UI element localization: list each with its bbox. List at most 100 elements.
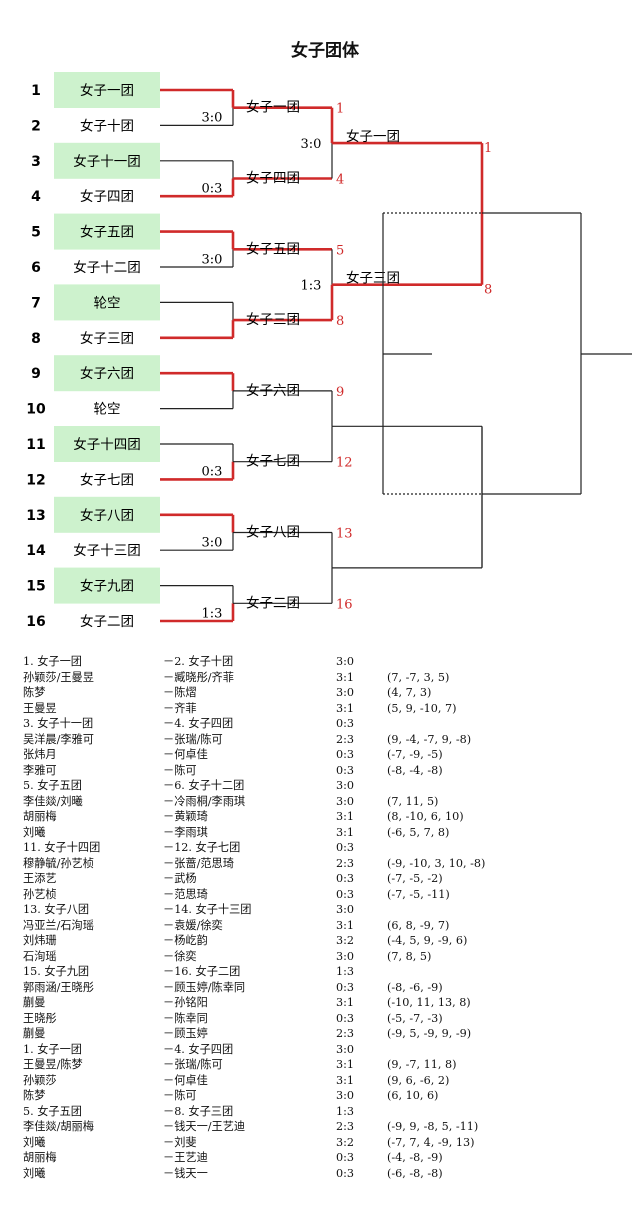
winner-seed: 1	[336, 102, 344, 117]
result-away: －张蔷/范思琦	[163, 856, 234, 870]
result-away: －陈幸同	[163, 1011, 208, 1025]
seed-number: 8	[31, 331, 41, 347]
seed-number: 1	[31, 83, 41, 99]
result-away: －6. 女子十二团	[163, 779, 245, 792]
result-home: 刘炜珊	[23, 934, 57, 947]
winner-seed: 12	[336, 456, 353, 471]
result-home: 王添艺	[23, 872, 57, 885]
team-box	[54, 284, 160, 321]
result-home: 孙颖莎/王曼昱	[23, 670, 94, 684]
result-away: －陈可	[163, 1089, 197, 1102]
result-score: 0:3	[336, 872, 355, 885]
winner-seed: 1	[484, 141, 492, 156]
result-score: 3:0	[336, 655, 355, 668]
result-home: 李佳燚/刘曦	[23, 794, 83, 808]
result-score: 0:3	[336, 717, 355, 730]
team-box	[54, 142, 160, 179]
result-games: (-6, -8, -8)	[387, 1166, 443, 1180]
result-home: 蒯曼	[23, 1027, 46, 1040]
seed-number: 9	[31, 366, 41, 382]
result-games: (-8, -4, -8)	[387, 763, 443, 777]
result-score: 0:3	[336, 763, 355, 777]
result-score: 0:3	[336, 887, 355, 901]
team-name: 女子七团	[80, 471, 134, 488]
result-home: 冯亚兰/石洵瑶	[23, 918, 94, 932]
result-score: 0:3	[336, 748, 355, 761]
result-home: 陈梦	[23, 686, 46, 699]
winner-name: 女子三团	[246, 311, 300, 328]
result-away: －王艺迪	[163, 1151, 208, 1164]
result-score: 0:3	[336, 841, 355, 854]
result-away: －刘斐	[163, 1135, 197, 1149]
seed-number: 11	[26, 437, 45, 453]
result-games: (-4, -8, -9)	[387, 1151, 443, 1164]
winner-seed: 13	[336, 527, 353, 542]
result-score: 0:3	[336, 1151, 355, 1164]
winner-name: 女子一团	[246, 99, 300, 116]
result-games: (7, 11, 5)	[387, 794, 439, 808]
result-home: 孙艺桢	[23, 887, 57, 901]
result-games: (-4, 5, 9, -9, 6)	[387, 934, 468, 947]
team-name: 女子十二团	[73, 259, 141, 276]
result-games: (9, -4, -7, 9, -8)	[387, 732, 472, 746]
team-box	[54, 72, 160, 108]
result-away: －武杨	[163, 872, 197, 885]
team-name: 女子十一团	[73, 153, 141, 170]
result-score: 3:2	[336, 1135, 355, 1149]
result-games: (-7, -5, -11)	[387, 887, 450, 901]
result-score: 3:0	[336, 686, 355, 699]
result-away: －4. 女子四团	[163, 717, 234, 730]
result-games: (8, -10, 6, 10)	[387, 810, 464, 823]
result-score: 2:3	[336, 732, 355, 746]
result-score: 3:0	[336, 1042, 355, 1056]
result-home: 胡丽梅	[23, 810, 57, 823]
result-away: －张瑞/陈可	[163, 1058, 223, 1071]
result-score: 0:3	[336, 1166, 355, 1180]
result-score: 3:1	[336, 670, 355, 684]
result-score: 0:3	[336, 980, 355, 994]
result-home: 胡丽梅	[23, 1151, 57, 1164]
result-score: 3:0	[336, 794, 355, 808]
team-name: 女子二团	[80, 613, 134, 630]
match-score: 3:0	[202, 111, 223, 126]
seed-number: 2	[31, 118, 41, 134]
result-away: －黄颖琦	[163, 810, 208, 823]
result-score: 2:3	[336, 1027, 355, 1040]
winner-seed: 8	[484, 283, 492, 298]
result-away: －14. 女子十三团	[163, 903, 252, 916]
seed-number: 12	[26, 472, 45, 488]
seed-number: 6	[31, 260, 41, 276]
result-home: 王曼昱/陈梦	[23, 1058, 83, 1071]
winner-name: 女子八团	[246, 524, 300, 541]
result-games: (4, 7, 3)	[387, 686, 432, 699]
result-home: 1. 女子一团	[23, 1042, 82, 1056]
result-home: 刘曦	[23, 1166, 46, 1180]
match-score: 1:3	[301, 279, 322, 294]
result-home: 吴洋晨/李雅可	[23, 732, 94, 746]
team-name: 女子六团	[80, 365, 134, 382]
result-home: 1. 女子一团	[23, 655, 82, 668]
seed-number: 13	[26, 508, 45, 524]
result-away: －齐菲	[163, 701, 197, 715]
result-games: (5, 9, -10, 7)	[387, 701, 457, 715]
result-away: －4. 女子四团	[163, 1042, 234, 1056]
match-score: 0:3	[202, 182, 223, 197]
result-games: (-10, 11, 13, 8)	[387, 996, 471, 1009]
seed-number: 15	[26, 579, 45, 595]
result-away: －顾玉婷/陈幸同	[163, 980, 246, 994]
result-score: 3:1	[336, 996, 355, 1009]
winner-seed: 5	[336, 243, 344, 258]
result-score: 3:0	[336, 903, 355, 916]
result-score: 0:3	[336, 1011, 355, 1025]
